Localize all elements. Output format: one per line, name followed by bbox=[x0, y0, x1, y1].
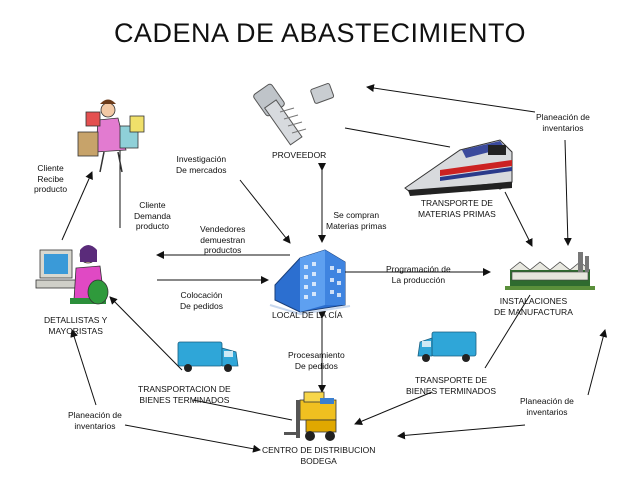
arrow-investigacion bbox=[239, 179, 291, 244]
colocacion-pedidos-label: Colocación De pedidos bbox=[180, 290, 224, 311]
cliente-recibe-producto-label: Cliente Recibe producto bbox=[34, 163, 68, 194]
diagram-title: CADENA DE ABASTECIMIENTO bbox=[113, 18, 527, 48]
train-icon bbox=[404, 139, 513, 196]
arrow-train-to-manufactura bbox=[504, 191, 533, 247]
vendedores-demuestran-label: Vendedores demuestran productos bbox=[200, 224, 246, 255]
van-icon-right bbox=[417, 331, 477, 362]
building-icon bbox=[269, 249, 351, 316]
arrow-van-to-detallistas bbox=[109, 296, 183, 371]
planeacion-inventarios-bottom-right-label: Planeación de inventarios bbox=[520, 396, 574, 417]
shopper-icon bbox=[77, 99, 145, 173]
arrow-manufactura-to-van bbox=[484, 294, 531, 369]
programacion-produccion-label: Programación de La producción bbox=[386, 264, 451, 285]
transporte-bienes-terminados-right-label: TRANSPORTE DE BIENES TERMINADOS bbox=[406, 375, 497, 396]
arrow-centro-to-transport-left bbox=[192, 399, 293, 421]
cliente-demanda-producto-label: Cliente Demanda producto bbox=[134, 200, 171, 231]
bolt-icon bbox=[253, 83, 335, 146]
arrow-planeacion-to-proveedor bbox=[366, 84, 536, 113]
detallistas-mayoristas-label: DETALLISTAS Y MAYORISTAS bbox=[44, 315, 108, 336]
investigacion-mercados-label: Investigación De mercados bbox=[176, 154, 227, 175]
transportacion-bienes-terminados-left-label: TRANSPORTACION DE BIENES TERMINADOS bbox=[138, 384, 231, 405]
arrow-planeacion-left-to-detallistas bbox=[70, 329, 97, 406]
arrow-cliente-recibe bbox=[61, 171, 93, 241]
planeacion-inventarios-top-label: Planeación de inventarios bbox=[536, 112, 590, 133]
arrow-proveedor-to-train bbox=[344, 127, 451, 148]
forklift-icon bbox=[284, 391, 337, 441]
computer-user-icon bbox=[35, 245, 109, 305]
arrow-planeacion-left-to-centro bbox=[124, 424, 261, 453]
arrow-planeacion-to-centro bbox=[397, 424, 526, 440]
proveedor-label: PROVEEDOR bbox=[272, 150, 327, 160]
arrow-planeacion-bottom-up bbox=[587, 329, 608, 396]
van-icon-left bbox=[177, 341, 239, 372]
arrow-van-to-centro bbox=[354, 391, 433, 426]
se-compran-materias-label: Se compran Materias primas bbox=[326, 210, 387, 231]
local-cia-label: LOCAL DE LA CÍA bbox=[272, 310, 343, 320]
instalaciones-manufactura-label: INSTALACIONES DE MANUFACTURA bbox=[494, 296, 573, 317]
procesamiento-pedidos-label: Procesamiento De pedidos bbox=[288, 350, 345, 371]
transporte-materias-primas-label: TRANSPORTE DE MATERIAS PRIMAS bbox=[418, 198, 496, 219]
factory-icon bbox=[505, 252, 595, 290]
planeacion-inventarios-bottom-left-label: Planeación de inventarios bbox=[68, 410, 122, 431]
centro-distribucion-label: CENTRO DE DISTRIBUCION BODEGA bbox=[262, 445, 376, 466]
arrow-planeacion-to-manufactura bbox=[563, 139, 572, 246]
